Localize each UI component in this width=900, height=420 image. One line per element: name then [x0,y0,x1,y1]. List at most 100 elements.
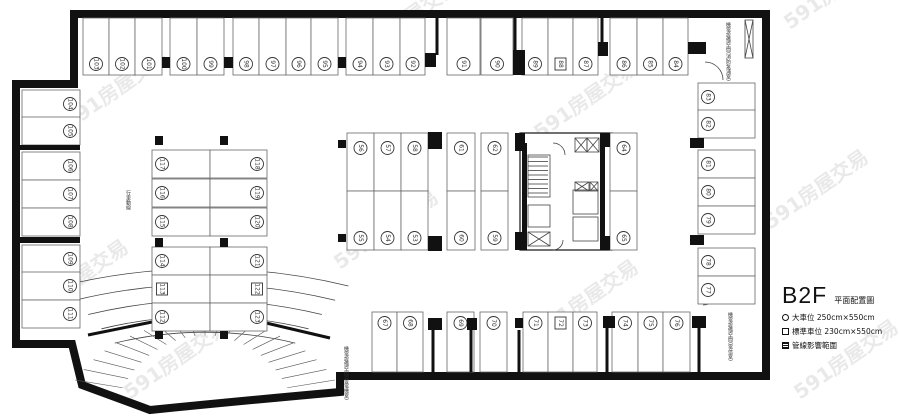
parking-space[interactable]: 75 [637,311,664,373]
space-number: 73 [582,319,589,327]
ramp-step [252,335,281,350]
parking-space[interactable]: 76 [662,311,691,373]
space-number: 74 [622,319,629,327]
parking-space[interactable]: 54 [373,190,402,251]
parking-space[interactable]: 115 [151,207,211,237]
parking-space[interactable]: 96 [285,17,312,76]
parking-space[interactable]: 104 [21,89,81,119]
space-number: 108 [67,216,74,228]
space-number: 55 [357,234,364,242]
parking-space[interactable]: 121 [209,246,268,276]
parking-space[interactable]: 60 [446,190,476,251]
parking-space[interactable]: 90 [480,17,514,76]
parking-space[interactable]: 123 [209,302,268,332]
parking-space[interactable]: 116 [151,178,211,208]
parking-space[interactable]: 89 [521,17,549,76]
parking-space[interactable]: 84 [662,17,689,76]
parking-space[interactable]: 87 [572,17,599,76]
parking-space[interactable]: 98 [232,17,260,76]
parking-space[interactable]: 92 [399,17,426,76]
parking-space[interactable]: 114 [151,246,211,276]
parking-space[interactable]: 97 [258,17,287,76]
circle-marker-icon [63,307,77,321]
parking-space[interactable]: 112 [151,302,211,332]
circle-marker-icon [403,316,417,330]
space-number: 58 [411,144,418,152]
floor-heading: B2F 平面配置圖 [782,282,900,309]
parking-space[interactable]: 56 [346,132,375,192]
parking-space[interactable]: 113 [151,274,211,304]
outer-wall [12,10,770,415]
parking-space[interactable]: 78 [697,247,756,277]
square-marker-icon [156,282,168,296]
space-number: 123 [254,311,261,323]
parking-space[interactable]: 53 [400,190,429,251]
parking-space[interactable]: 82 [697,109,756,139]
parking-space[interactable]: 118 [209,149,268,179]
parking-space[interactable]: 110 [21,271,81,301]
circle-marker-icon [701,157,715,171]
parking-space[interactable]: 72 [547,311,574,373]
parking-space[interactable]: 59 [480,190,509,251]
parking-space[interactable]: 58 [400,132,429,192]
space-number: 85 [647,60,654,68]
parking-space[interactable]: 108 [21,207,81,237]
parking-space[interactable]: 94 [345,17,374,76]
circle-marker-icon [63,252,77,266]
parking-space[interactable]: 107 [21,179,81,209]
space-number: 101 [145,58,152,70]
parking-space[interactable]: 122 [209,274,268,304]
parking-space[interactable]: 106 [21,151,81,181]
space-number: 57 [384,144,391,152]
parking-space[interactable]: 102 [108,17,136,76]
parking-space[interactable]: 86 [609,17,638,76]
parking-space[interactable]: 83 [697,82,756,112]
legend: B2F 平面配置圖 大車位 250cm×550cm 標準車位 230cm×550… [782,282,900,351]
circle-marker-icon [701,255,715,269]
parking-space[interactable]: 77 [697,275,756,305]
parking-space[interactable]: 62 [480,132,509,192]
parking-space[interactable]: 109 [21,244,81,274]
circle-marker-icon [250,215,264,229]
parking-space[interactable]: 117 [151,149,211,179]
parking-space[interactable]: 68 [396,311,424,373]
parking-space[interactable]: 64 [609,132,638,192]
parking-space[interactable]: 55 [346,190,375,251]
parking-space[interactable]: 120 [209,207,268,237]
parking-space[interactable]: 81 [697,149,756,179]
circle-marker-icon [407,231,422,245]
parking-space[interactable]: 67 [371,311,398,373]
parking-space[interactable]: 80 [697,177,756,207]
parking-space[interactable]: 100 [169,17,198,76]
parking-space[interactable]: 119 [209,178,268,208]
space-number: 98 [243,60,250,68]
circle-marker-icon [155,157,169,171]
parking-space[interactable]: 111 [21,299,81,329]
pillar [224,57,233,68]
circle-marker-icon [291,57,306,71]
parking-space[interactable]: 88 [547,17,574,76]
space-number: 84 [672,60,679,68]
parking-space[interactable]: 101 [134,17,163,76]
parking-space[interactable]: 95 [310,17,339,76]
circle-marker-icon [456,57,471,71]
parking-space[interactable]: 91 [446,17,481,76]
space-number: 117 [159,158,166,170]
parking-space[interactable]: 70 [479,311,508,373]
parking-space[interactable]: 71 [522,311,549,373]
parking-space[interactable]: 57 [373,132,402,192]
circle-marker-icon [380,231,395,245]
parking-space[interactable]: 65 [609,190,638,251]
parking-space[interactable]: 85 [636,17,664,76]
ramp-step [243,330,267,345]
parking-space[interactable]: 79 [697,205,756,235]
parking-space[interactable]: 93 [372,17,401,76]
parking-space[interactable]: 99 [196,17,225,76]
parking-space[interactable]: 61 [446,132,476,192]
parking-space[interactable]: 73 [572,311,598,373]
circle-marker-icon [250,157,264,171]
parking-space[interactable]: 105 [21,116,81,146]
parking-space[interactable]: 74 [611,311,639,373]
parking-space[interactable]: 103 [82,17,110,76]
